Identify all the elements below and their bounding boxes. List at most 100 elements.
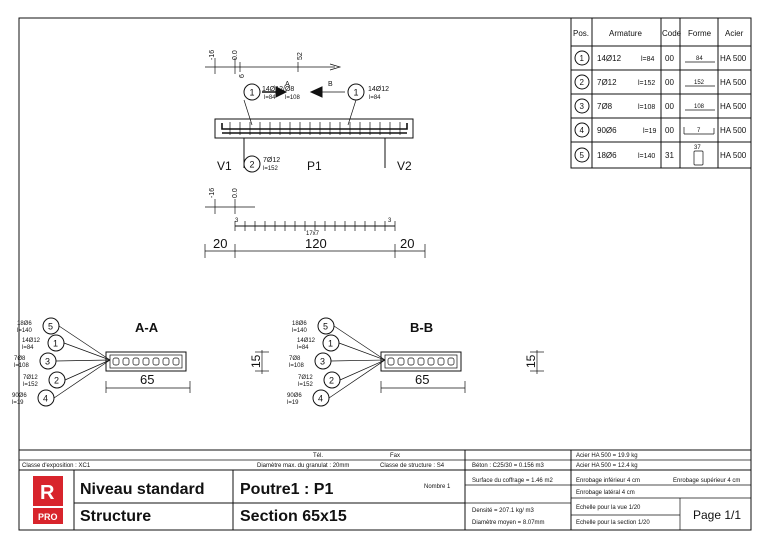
row-pos: 1 (580, 54, 585, 63)
bar-pos-number: 1 (53, 339, 58, 349)
concrete-volume: Béton : C25/30 = 0.156 m3 (472, 463, 545, 469)
bar-pos-circle (322, 334, 340, 352)
bar-length: l=19 (12, 400, 24, 406)
row-acier: HA 500 (720, 54, 747, 63)
structure-class: Classe de structure : S4 (380, 463, 445, 469)
table-row: 4 90Ø6 l=19 00 7 HA 500 (574, 122, 747, 138)
row-forme: 152 (694, 80, 705, 86)
bar-pos-circle (47, 334, 65, 352)
leader-line (63, 342, 111, 361)
bar-label: 18Ø6 (292, 321, 307, 327)
table-header-forme: Forme (688, 29, 712, 38)
bar-length: l=140 (292, 328, 308, 334)
section-bar (112, 357, 120, 366)
row-acier: HA 500 (720, 78, 747, 87)
bar-label: 90Ø6 (12, 393, 27, 399)
bar-length: l=108 (14, 363, 30, 369)
bar-label: 7Ø8 (14, 356, 26, 362)
bar-pos-circle (317, 317, 335, 335)
section-b-height: 15 (524, 354, 538, 368)
spacing-dim-minus16: -16 (209, 188, 216, 198)
granulat-diameter: Diamètre max. du granulat : 20mm (257, 463, 349, 469)
page-number: Page 1/1 (693, 508, 741, 522)
section-bar (152, 357, 160, 366)
bar-length: l=152 (23, 382, 39, 388)
section-a-title: A-A (135, 320, 159, 335)
section-mark-a: A (285, 81, 290, 88)
section-name: Section 65x15 (240, 508, 347, 525)
section-bar (387, 357, 395, 366)
table-header-armature: Armature (609, 29, 642, 38)
row-length: l=84 (641, 56, 655, 63)
row-armature: 7Ø8 (597, 102, 613, 111)
bar-callout-label: 14Ø12 (368, 86, 389, 93)
support-right-label: V2 (397, 159, 412, 173)
formwork-area: Surface du coffrage = 1.46 m2 (472, 478, 553, 484)
spacing-dim-zero: 0.0 (232, 188, 239, 198)
element-count: Nombre 1 (424, 484, 451, 490)
bar-callout-label: 7Ø12 (263, 157, 280, 164)
row-pos: 3 (580, 102, 585, 111)
stirrup-spacing-view: -16 0.0 3 3 17x7 20 120 20 (204, 188, 426, 258)
table-row: 1 14Ø12 l=84 00 84 HA 500 (574, 50, 747, 66)
table-header-acier: Acier (725, 29, 744, 38)
bar-label: 14Ø12 (22, 338, 41, 344)
row-forme: 108 (694, 104, 705, 110)
tel-label: Tél. (313, 453, 323, 459)
bar-pos-number: 1 (328, 339, 333, 349)
section-bar (397, 357, 405, 366)
bar-length: l=140 (17, 328, 33, 334)
support-left-label: V1 (217, 159, 232, 173)
section-a-height: 15 (249, 354, 263, 368)
row-armature: 14Ø12 (597, 54, 622, 63)
bar-callout-label: 14Ø12/Ø8 (262, 86, 294, 93)
bar-callout-length: l=108 (285, 95, 301, 101)
cover-bottom: Enrobage inférieur 4 cm (576, 478, 640, 484)
bar-pos-circle (37, 389, 55, 407)
logo-sub: PRO (38, 512, 58, 522)
spacing-dim-middle: 120 (305, 236, 327, 251)
bar-length: l=108 (289, 363, 305, 369)
span-label: P1 (307, 159, 322, 173)
section-mark-b: B (328, 81, 333, 88)
section-bar (417, 357, 425, 366)
bar-pos-circle (323, 371, 341, 389)
section-bar (132, 357, 140, 366)
bar-length: l=19 (287, 400, 299, 406)
bar-pos-circle (312, 389, 330, 407)
discipline-name: Structure (80, 508, 151, 525)
row-armature: 90Ø6 (597, 126, 617, 135)
bar-pos-number: 5 (48, 322, 53, 332)
cover-side: Enrobage latéral 4 cm (576, 490, 635, 496)
bar-pos-number: 5 (323, 322, 328, 332)
spacing-stirrup-count: 17x7 (306, 231, 320, 237)
section-bar (172, 357, 180, 366)
section-bar (437, 357, 445, 366)
sheet-border (18, 17, 752, 531)
exposition-class: Classe d'exposition : XC1 (22, 463, 91, 469)
leader-line (328, 359, 386, 399)
section-bar (407, 357, 415, 366)
density: Densité = 207.1 kg/ m3 (472, 508, 535, 514)
bar-pos-number: 4 (43, 394, 48, 404)
scale-section: Echelle pour la section 1/20 (576, 520, 650, 526)
table-row: 2 7Ø12 l=152 00 152 HA 500 (574, 74, 747, 90)
elev-dim-minus16: -16 (209, 50, 216, 60)
row-code: 00 (665, 78, 674, 87)
table-header-pos: Pos. (573, 29, 589, 38)
bar-label: 7Ø8 (289, 356, 301, 362)
bar-pos-number: 3 (45, 357, 50, 367)
bar-schedule-table: Pos. Armature Code Forme Acier 1 14Ø12 l… (570, 17, 752, 169)
elev-dim-52: 52 (297, 52, 304, 60)
table-header-code: Code (662, 29, 682, 38)
leader-line (64, 359, 111, 381)
bar-pos-number: 2 (329, 376, 334, 386)
section-b-title: B-B (410, 320, 433, 335)
row-length: l=152 (638, 80, 655, 87)
row-length: l=140 (638, 153, 655, 160)
bar-label: 7Ø12 (298, 375, 313, 381)
section-bar (162, 357, 170, 366)
spacing-tick-right: 3 (388, 218, 392, 224)
bar-length: l=152 (298, 382, 314, 388)
